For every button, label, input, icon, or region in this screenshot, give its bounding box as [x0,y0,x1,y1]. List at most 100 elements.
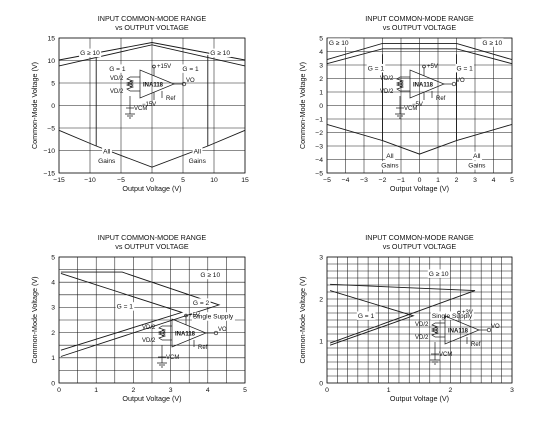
x-axis-label: Output Voltage (V) [390,184,449,193]
inamp-vplus-label: +3V [462,310,473,316]
x-tick-label: 5 [181,177,185,184]
inamp-vplus-node-icon [152,64,156,69]
y-tick-label: −3 [315,143,323,150]
annotation-label: All [386,153,394,160]
x-axis-label: Output Voltage (V) [122,394,181,403]
annotation-label: G = 1 [109,66,126,73]
y-axis-label: Common-Mode Voltage (V) [298,62,307,149]
inamp-source-minus-icon [157,329,167,341]
inamp-vo-label: VO [218,327,227,333]
x-tick-label: 15 [241,177,249,184]
x-tick-label: −5 [117,177,125,184]
y-tick-label: 1 [319,338,323,345]
annotation-backdrop [467,161,488,170]
plot-frame [326,256,513,384]
series-line-1 [326,48,513,65]
y-tick-label: 5 [51,80,55,87]
x-tick-label: 3 [510,387,514,394]
y-tick-label: 5 [319,35,323,42]
annotation-label: G = 1 [358,313,375,320]
annotation-backdrop [191,312,235,321]
inamp-source-plus-icon [157,325,167,337]
y-tick-label: 3 [319,62,323,69]
annotation-backdrop [481,38,504,47]
annotation-backdrop [356,311,376,320]
inamp-triangle-icon [444,315,480,345]
y-axis-label: Common-Mode Voltage (V) [30,276,39,363]
annotation-backdrop [209,48,232,58]
x-tick-label: 1 [387,387,391,394]
ground-icon [395,113,405,119]
plot-frame [58,256,246,384]
annotation-label: All [473,153,481,160]
annotation-label: G = 2 [193,300,210,307]
chart-subtitle: vs OUTPUT VOLTAGE [115,23,189,32]
inamp-vcm-label: VCM [404,106,417,112]
x-tick-label: −15 [53,177,65,184]
inamp-source-minus-icon [430,326,440,338]
x-tick-label: 10 [210,177,218,184]
annotation-label: G ≥ 10 [329,40,349,47]
x-tick-label: −1 [397,177,405,184]
series-line-1 [58,44,246,67]
y-tick-label: 2 [51,330,55,337]
x-tick-label: 1 [436,177,440,184]
annotation-label: Gains [468,163,486,170]
annotation-backdrop [97,156,118,166]
plot-frame [58,37,246,174]
x-tick-label: 0 [57,387,61,394]
y-tick-label: 4 [51,280,55,287]
inamp-vcm-label: VCM [166,355,179,361]
x-tick-label: 5 [243,387,247,394]
inamp-vd-upper-label: VD/2 [415,322,429,328]
annotation-label: G ≥ 10 [429,271,449,278]
x-tick-label: 4 [206,387,210,394]
annotation-backdrop [427,269,450,278]
x-tick-label: 2 [448,387,452,394]
annotation-label: All [103,149,111,156]
chart-title: INPUT COMMON-MODE RANGE [98,14,207,23]
inamp-vd-lower-label: VD/2 [415,335,429,341]
y-tick-label: −10 [43,148,55,155]
annotation-backdrop [366,63,386,73]
x-axis-label: Output Voltage (V) [122,184,181,193]
y-tick-label: 15 [47,35,55,42]
annotation-label: G ≥ 10 [482,40,502,47]
y-tick-label: 0 [51,103,55,110]
ground-icon [125,113,135,119]
annotation-label: G = 1 [182,66,199,73]
inamp-ref-label: Ref [471,342,481,348]
annotation-backdrop [455,63,475,73]
y-tick-label: 0 [51,380,55,387]
chart-title: INPUT COMMON-MODE RANGE [98,233,207,242]
annotation-backdrop [327,38,350,47]
inamp-source-plus-icon [430,322,440,334]
inamp-vd-lower-label: VD/2 [110,89,124,95]
series-line-3 [58,129,246,168]
annotation-label: Single Supply [432,313,473,320]
chart-title: INPUT COMMON-MODE RANGE [365,233,474,242]
chart-title: INPUT COMMON-MODE RANGE [365,14,474,23]
inamp-ref-label: Ref [436,96,446,102]
x-tick-label: 0 [418,177,422,184]
series-line-1 [329,283,476,344]
y-tick-label: −4 [315,157,323,164]
chart-subtitle: vs OUTPUT VOLTAGE [115,242,189,251]
annotation-label: G = 1 [368,65,385,72]
inamp-vplus-node-icon [457,310,461,315]
inamp-output-node-icon [213,330,219,336]
inamp-vd-lower-label: VD/2 [142,338,156,344]
annotation-label: Gains [381,163,399,170]
chart-subtitle: vs OUTPUT VOLTAGE [383,23,457,32]
annotation-label: G ≥ 10 [80,50,100,57]
annotation-backdrop [191,298,211,307]
inamp-vd-upper-label: VD/2 [110,76,124,82]
annotation-label: G = 1 [117,304,134,311]
annotation-label: G = 1 [457,65,474,72]
annotation-label: Gains [98,158,116,165]
